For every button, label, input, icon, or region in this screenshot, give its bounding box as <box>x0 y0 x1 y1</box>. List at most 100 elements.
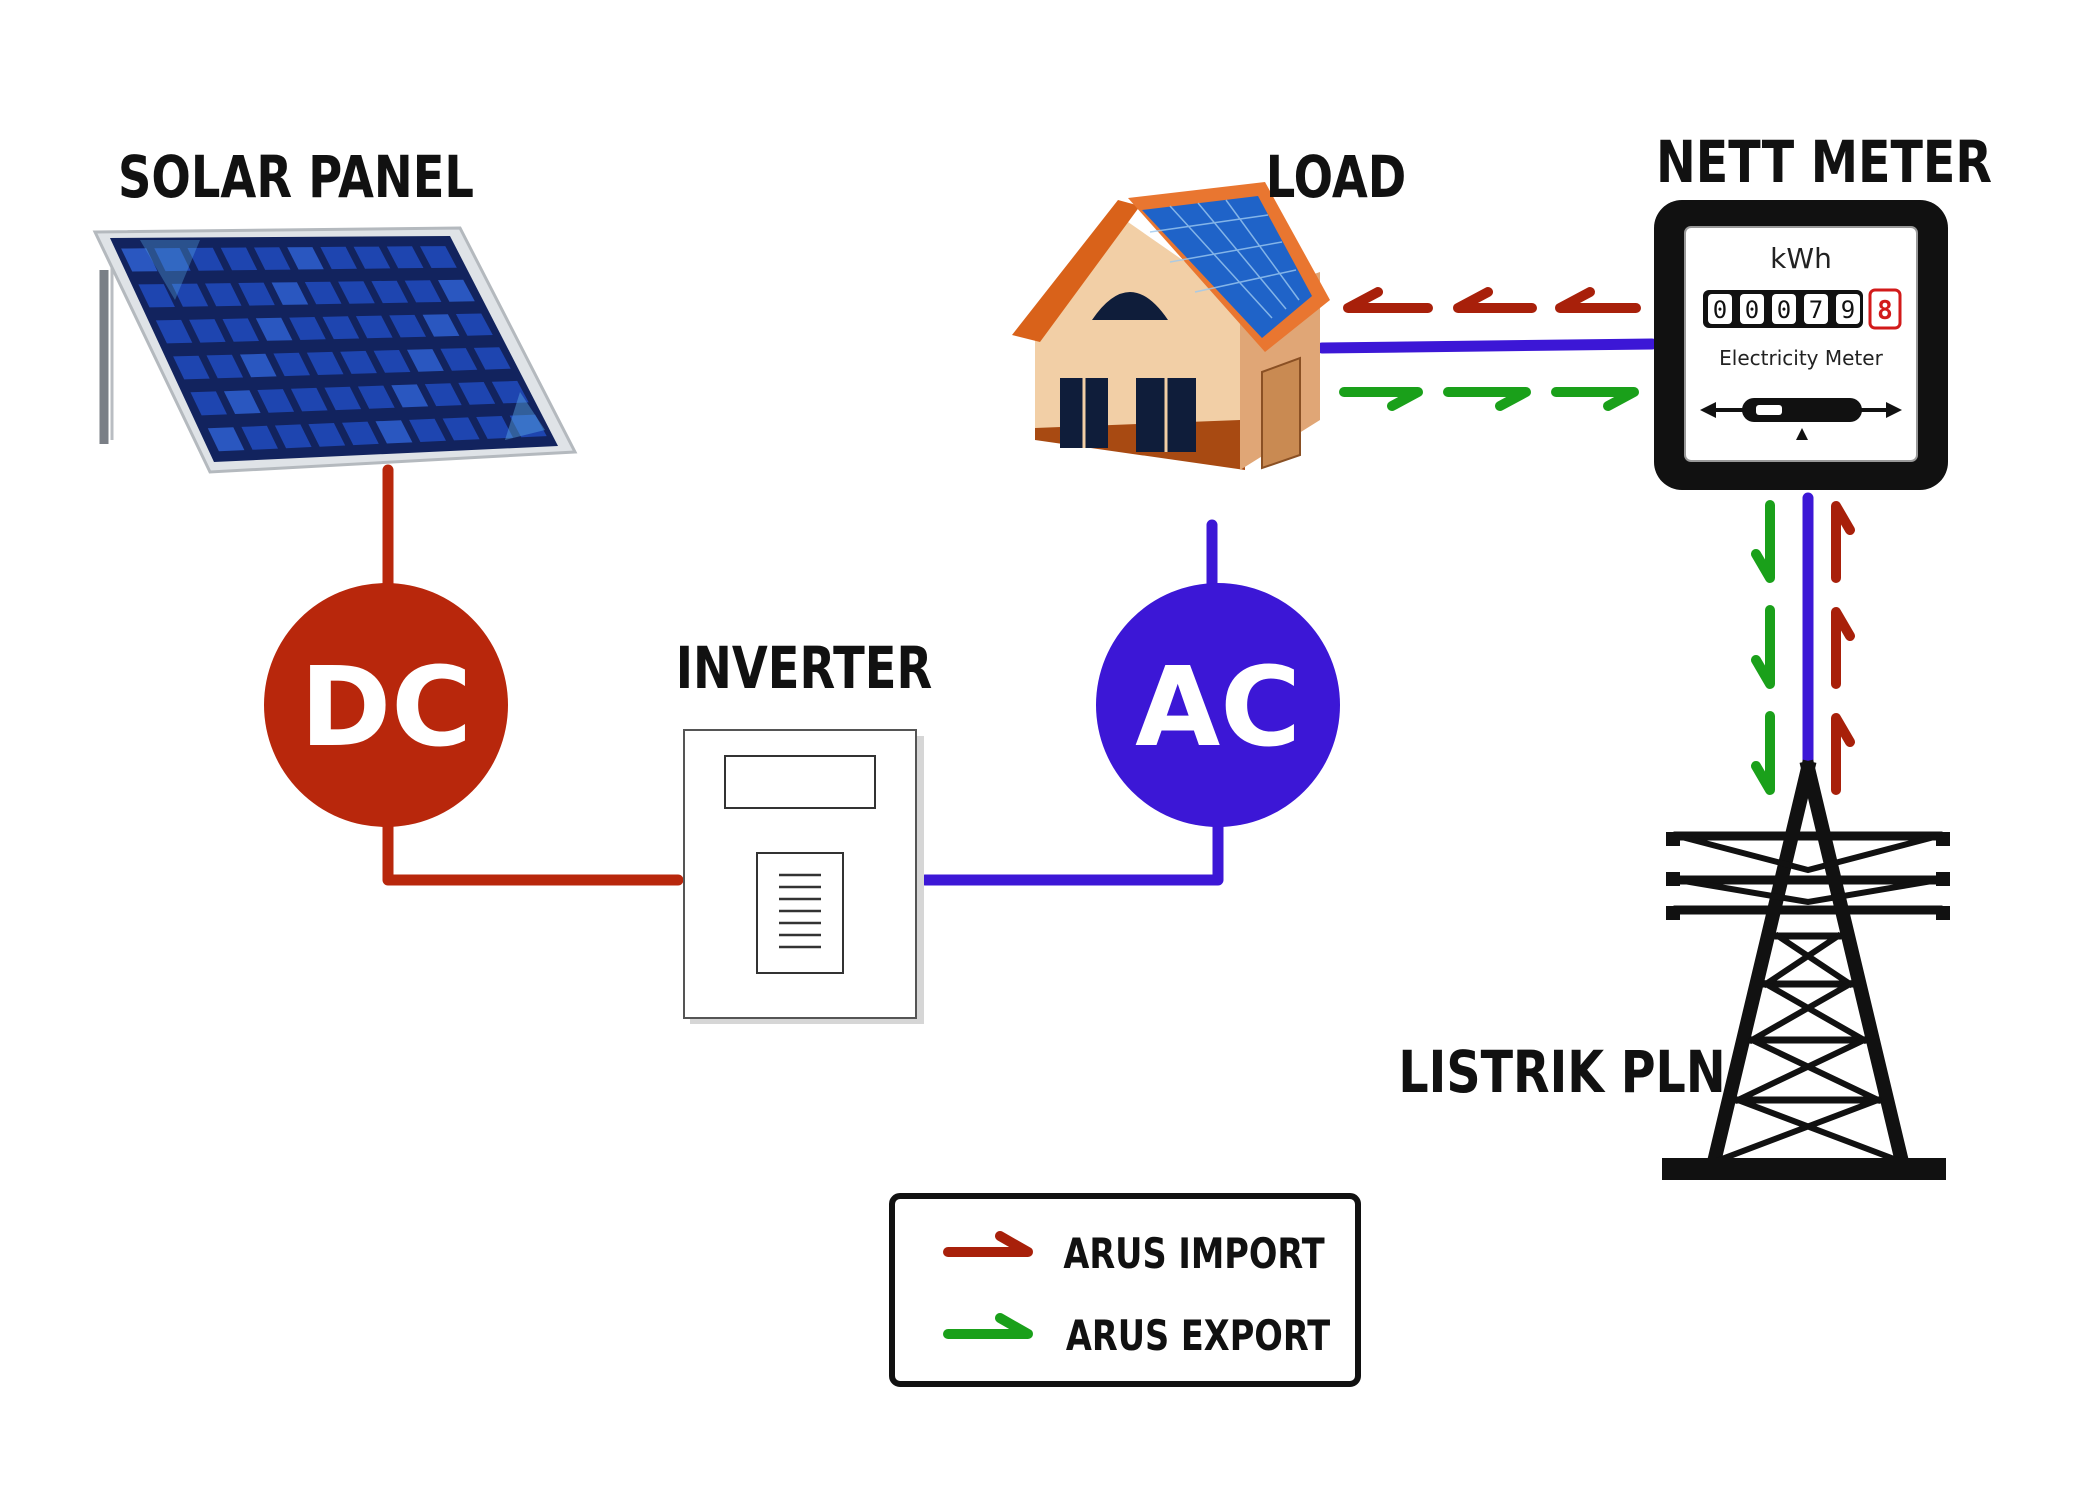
solar-cell <box>304 281 342 305</box>
solar-cell <box>121 248 158 272</box>
solar-cell <box>509 414 547 438</box>
import-arrows-from-grid <box>1831 501 1855 795</box>
load-label: LOAD <box>1266 144 1407 211</box>
solar-cell <box>254 247 291 270</box>
solar-cell <box>409 418 446 442</box>
solar-cell <box>420 246 457 268</box>
solar-cell <box>322 316 360 340</box>
meter-digit-box <box>1708 294 1732 324</box>
legend-export-label: ARUS EXPORT <box>1066 1311 1330 1360</box>
solar-panel-icon <box>92 226 578 474</box>
solar-cell <box>458 382 496 405</box>
solar-cell <box>190 391 227 416</box>
listrik-pln-label: LISTRIK PLN <box>1398 1038 1725 1106</box>
solar-cell <box>340 350 377 374</box>
solar-cell <box>375 420 413 444</box>
solar-cell <box>473 347 511 370</box>
solar-cell <box>407 349 444 372</box>
solar-cell <box>476 416 514 439</box>
solar-cell <box>320 246 357 270</box>
dc-wire <box>382 464 684 886</box>
inverter-icon <box>683 729 924 1024</box>
solar-cell <box>223 390 261 414</box>
solar-cell <box>274 424 312 449</box>
solar-cell <box>173 355 210 380</box>
solar-cell <box>442 417 480 441</box>
solar-cell <box>389 314 426 338</box>
solar-cell <box>205 283 242 307</box>
inverter-label: INVERTER <box>676 635 932 702</box>
meter-digit: 0 <box>1777 296 1791 324</box>
legend-import-label: ARUS IMPORT <box>1063 1229 1324 1278</box>
meter-unit-text: kWh <box>1770 242 1832 275</box>
solar-cell <box>138 284 175 308</box>
solar-cell <box>440 348 478 371</box>
solar-cell <box>386 246 424 269</box>
meter-digit-box <box>1772 294 1796 324</box>
solar-cell <box>271 282 309 305</box>
solar-cell <box>273 352 310 377</box>
transmission-tower-icon <box>1662 759 1950 1180</box>
meter-red-digit: 8 <box>1877 296 1893 326</box>
legend: ARUS IMPORT ARUS EXPORT <box>889 1193 1361 1387</box>
solar-panel-label: SOLAR PANEL <box>118 144 474 211</box>
roof-panel-grid <box>1149 199 1300 319</box>
solar-cell <box>353 246 391 269</box>
solar-cell <box>257 389 295 413</box>
solar-cell <box>155 319 193 344</box>
solar-cell <box>404 280 442 303</box>
solar-cell <box>491 380 529 404</box>
dc-node: DC <box>264 583 508 827</box>
house-meter-wire <box>1316 338 1658 354</box>
export-arrows-to-grid <box>1751 500 1775 795</box>
solar-cell <box>306 351 344 375</box>
solar-cell <box>255 317 293 341</box>
solar-cell <box>187 247 224 271</box>
solar-cell <box>240 353 277 378</box>
ac-node: AC <box>1096 583 1340 827</box>
solar-cell <box>171 283 209 307</box>
ac-wire <box>919 519 1224 886</box>
solar-cell <box>324 386 362 411</box>
meter-digit: 0 <box>1745 296 1759 324</box>
solar-cell <box>241 425 278 450</box>
solar-cell <box>206 354 244 379</box>
meter-digit-box <box>1804 294 1828 324</box>
solar-cell <box>290 387 328 412</box>
solar-cell <box>391 384 429 408</box>
legend-import-arrow <box>943 1231 1033 1257</box>
solar-cell <box>220 247 258 271</box>
export-arrows-to-meter <box>1339 387 1639 411</box>
meter-digit: 7 <box>1809 296 1823 324</box>
solar-cell <box>207 427 245 452</box>
solar-cell <box>287 247 324 270</box>
solar-cell <box>189 319 226 343</box>
solar-cell <box>308 423 346 447</box>
import-arrows-to-house <box>1343 287 1641 313</box>
nett-meter-label: NETT METER <box>1656 128 1992 196</box>
solar-cell <box>338 281 375 304</box>
meter-digit-box <box>1836 294 1860 324</box>
solar-cell <box>222 318 259 342</box>
solar-cell <box>424 383 462 407</box>
solar-cell <box>154 248 191 272</box>
dc-label: DC <box>300 643 472 771</box>
meter-digit: 9 <box>1841 296 1855 324</box>
legend-export-arrow <box>943 1313 1033 1339</box>
solar-cell <box>357 385 395 409</box>
solar-cell <box>342 421 379 446</box>
solar-cell <box>371 280 409 304</box>
solar-cell <box>438 279 475 302</box>
meter-digit: 0 <box>1713 296 1727 324</box>
solar-cell <box>373 350 411 373</box>
meter-digit-box <box>1740 294 1764 324</box>
solar-cell <box>355 315 393 339</box>
house-icon <box>1012 182 1330 470</box>
solar-cell <box>238 282 275 306</box>
inverter-vent-lines <box>779 873 821 949</box>
solar-cell <box>422 314 460 337</box>
ac-label: AC <box>1135 643 1301 771</box>
